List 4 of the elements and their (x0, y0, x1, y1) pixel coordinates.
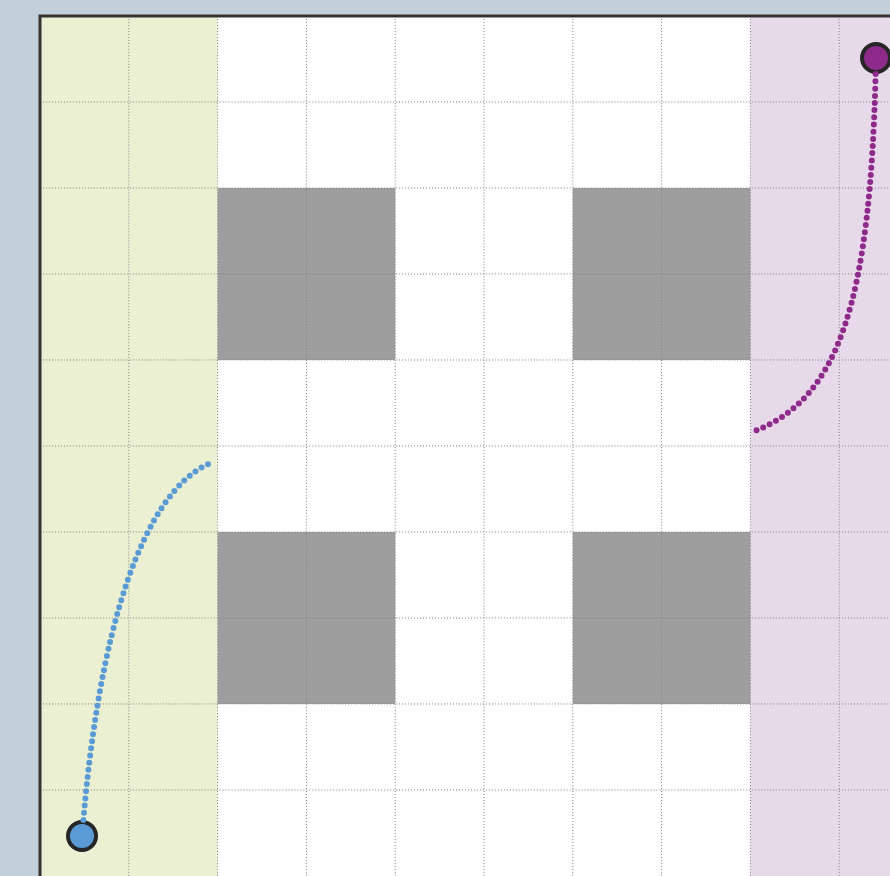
endpoint-circle (66, 819, 98, 852)
dotted-path (749, 70, 879, 435)
endpoint-circle (860, 41, 890, 74)
dotted-path (80, 458, 217, 824)
